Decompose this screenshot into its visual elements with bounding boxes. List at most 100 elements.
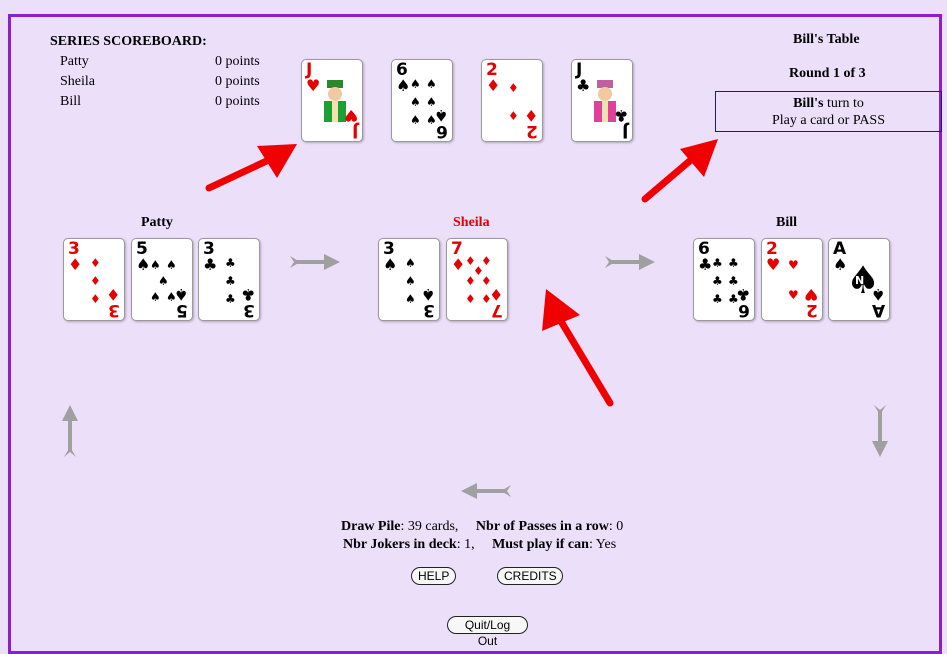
annotation-arrow-icon bbox=[641, 139, 718, 203]
club-icon: ♣ bbox=[728, 292, 739, 306]
passes-value: : 0 bbox=[608, 519, 624, 534]
status-line-1: Draw Pile: 39 cards, Nbr of Passes in a … bbox=[341, 519, 623, 535]
spade-icon: ♠ bbox=[410, 77, 421, 91]
club-icon: ♣ bbox=[576, 76, 591, 95]
club-icon: ♣ bbox=[728, 274, 739, 288]
spade-icon: ♠ bbox=[158, 274, 169, 288]
scoreboard-name-bill: Bill bbox=[60, 94, 82, 109]
spade-icon: ♠ bbox=[383, 255, 398, 274]
diamond-icon: ♦ bbox=[465, 254, 476, 268]
draw-pile-value: : 39 cards, bbox=[400, 519, 459, 534]
scoreboard-score-sheila: 0 points bbox=[215, 74, 260, 89]
annotation-arrow-icon bbox=[205, 144, 297, 192]
arrow-right-icon bbox=[290, 254, 340, 270]
status-line-2: Nbr Jokers in deck: 1, Must play if can:… bbox=[343, 537, 616, 553]
diamond-icon: ♦ bbox=[481, 274, 492, 288]
bill-card-2-hearts[interactable]: 2 ♥ ♥ ♥ 2 ♥ bbox=[761, 238, 823, 321]
club-icon: ♣ bbox=[728, 256, 739, 270]
turn-text: turn to bbox=[823, 96, 864, 111]
spade-icon: ♠ bbox=[833, 255, 848, 274]
heart-icon: ♥ bbox=[788, 258, 799, 272]
club-icon: ♣ bbox=[712, 292, 723, 306]
spade-icon: ♠ bbox=[410, 113, 421, 127]
spade-icon: ♠ bbox=[410, 95, 421, 109]
arrow-down-icon bbox=[872, 405, 888, 457]
spade-icon: ♠ bbox=[420, 285, 435, 304]
card-rank: 6 bbox=[698, 239, 710, 259]
card-rank: 2 bbox=[766, 239, 778, 259]
club-icon: ♣ bbox=[613, 106, 628, 125]
diamond-icon: ♦ bbox=[508, 109, 519, 123]
player-name-bill: Bill bbox=[776, 215, 798, 230]
spade-icon: ♠ bbox=[405, 292, 416, 306]
club-icon: ♣ bbox=[712, 256, 723, 270]
patty-card-5-spades[interactable]: 5 ♠ ♠ ♠ ♠ ♠ ♠ 5 ♠ bbox=[131, 238, 193, 321]
card-rank: 5 bbox=[136, 239, 148, 259]
diamond-icon: ♦ bbox=[90, 256, 101, 270]
spade-icon: ♠ bbox=[846, 258, 881, 302]
passes-label: Nbr of Passes in a row bbox=[475, 519, 609, 534]
scoreboard-name-patty: Patty bbox=[60, 54, 89, 69]
must-play-value: : Yes bbox=[588, 537, 617, 552]
credits-button[interactable]: CREDITS bbox=[497, 567, 563, 585]
spade-icon: ♠ bbox=[870, 285, 885, 304]
spade-icon: ♠ bbox=[150, 290, 161, 304]
arrow-right-icon bbox=[605, 254, 655, 270]
heart-icon: ♥ bbox=[306, 76, 321, 95]
help-button[interactable]: HELP bbox=[411, 567, 456, 585]
club-icon: ♣ bbox=[712, 274, 723, 288]
turn-box: Bill's turn to Play a card or PASS bbox=[715, 91, 942, 132]
club-icon: ♣ bbox=[698, 255, 713, 274]
scoreboard-score-patty: 0 points bbox=[215, 54, 260, 69]
club-icon: ♣ bbox=[735, 285, 750, 304]
spade-icon: ♠ bbox=[396, 76, 411, 95]
club-icon: ♣ bbox=[225, 274, 236, 288]
diamond-icon: ♦ bbox=[105, 285, 120, 304]
spade-icon: ♠ bbox=[433, 106, 448, 125]
scoreboard-score-bill: 0 points bbox=[215, 94, 260, 109]
spade-icon: ♠ bbox=[166, 258, 177, 272]
spade-icon: ♠ bbox=[426, 77, 437, 91]
heart-icon: ♥ bbox=[343, 106, 358, 125]
diamond-icon: ♦ bbox=[465, 292, 476, 306]
round-indicator: Round 1 of 3 bbox=[789, 66, 866, 81]
sheila-card-7-diamonds[interactable]: 7 ♦ ♦ ♦ ♦ ♦ ♦ ♦ ♦ 7 ♦ bbox=[446, 238, 508, 321]
card-rank: 7 bbox=[451, 239, 463, 259]
diamond-icon: ♦ bbox=[90, 292, 101, 306]
bill-card-6-clubs[interactable]: 6 ♣ ♣ ♣ ♣ ♣ ♣ ♣ 6 ♣ bbox=[693, 238, 755, 321]
jokers-value: : 1, bbox=[456, 537, 475, 552]
discard-card-j-hearts[interactable]: J ♥ J ♥ bbox=[301, 59, 363, 142]
jack-face-icon bbox=[324, 80, 346, 122]
scoreboard-title: SERIES SCOREBOARD: bbox=[50, 34, 207, 49]
diamond-icon: ♦ bbox=[90, 274, 101, 288]
spade-icon: ♠ bbox=[405, 274, 416, 288]
card-rank: J bbox=[306, 60, 313, 80]
diamond-icon: ♦ bbox=[486, 76, 501, 95]
diamond-icon: ♦ bbox=[481, 292, 492, 306]
discard-card-2-diamonds[interactable]: 2 ♦ ♦ ♦ 2 ♦ bbox=[481, 59, 543, 142]
club-icon: ♣ bbox=[203, 255, 218, 274]
club-icon: ♣ bbox=[225, 256, 236, 270]
ace-center-letter: N bbox=[855, 274, 865, 287]
club-icon: ♣ bbox=[225, 292, 236, 306]
sheila-card-3-spades[interactable]: 3 ♠ ♠ ♠ ♠ 3 ♠ bbox=[378, 238, 440, 321]
scoreboard-name-sheila: Sheila bbox=[60, 74, 95, 89]
turn-player: Bill's bbox=[793, 96, 824, 111]
discard-card-j-clubs[interactable]: J ♣ J ♣ bbox=[571, 59, 633, 142]
card-rank: 3 bbox=[383, 239, 395, 259]
annotation-arrow-icon bbox=[542, 289, 614, 407]
diamond-icon: ♦ bbox=[508, 81, 519, 95]
card-rank: J bbox=[576, 60, 583, 80]
card-rank: 2 bbox=[486, 60, 498, 80]
arrow-left-icon bbox=[461, 483, 511, 499]
discard-card-6-spades[interactable]: 6 ♠ ♠ ♠ ♠ ♠ ♠ ♠ 6 ♠ bbox=[391, 59, 453, 142]
jack-face-icon bbox=[594, 80, 616, 122]
patty-card-3-diamonds[interactable]: 3 ♦ ♦ ♦ ♦ 3 ♦ bbox=[63, 238, 125, 321]
must-play-label: Must play if can bbox=[492, 537, 589, 552]
bill-card-ace-spades[interactable]: A ♠ ♠ N A ♠ bbox=[828, 238, 890, 321]
patty-card-3-clubs[interactable]: 3 ♣ ♣ ♣ ♣ 3 ♣ bbox=[198, 238, 260, 321]
quit-logout-button[interactable]: Quit/Log Out bbox=[447, 616, 528, 648]
spade-icon: ♠ bbox=[166, 290, 177, 304]
draw-pile-label: Draw Pile bbox=[341, 519, 401, 534]
arrow-up-icon bbox=[62, 405, 78, 457]
